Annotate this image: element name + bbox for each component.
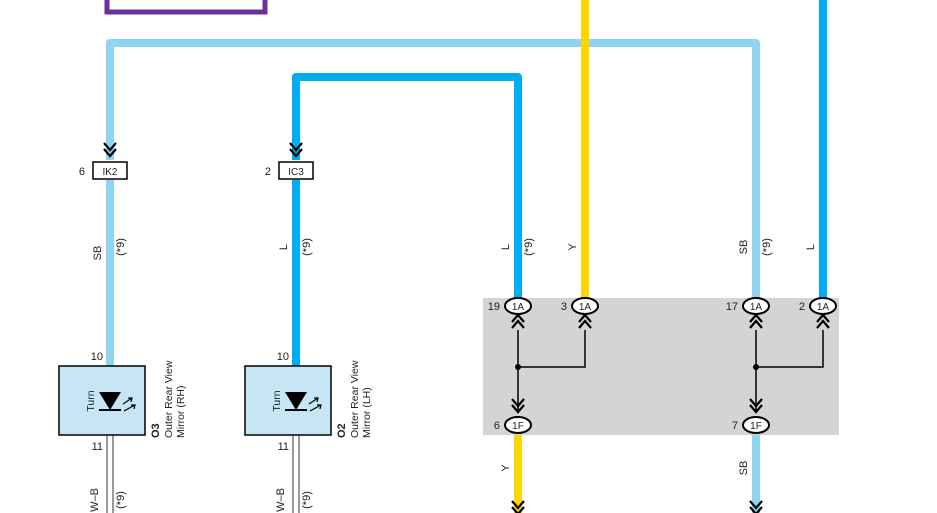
wire-label-l-mid: L — [500, 244, 512, 250]
wire-label-wb-mid: W–B — [275, 488, 287, 512]
wire-label-l-mid-note: (*9) — [523, 238, 535, 256]
wire-wb-mid — [292, 435, 300, 513]
wire-l-loop — [292, 73, 522, 298]
wire-label-wb-left: W–B — [89, 488, 101, 512]
component-o3-line2: Mirror (RH) — [175, 386, 187, 439]
connector-7-pin: 7 — [732, 420, 738, 432]
connector-6: 1F 6 — [494, 416, 532, 434]
component-o3-inner: Turn — [85, 390, 97, 411]
led-icon — [99, 392, 136, 412]
connector-3-pin: 3 — [561, 301, 567, 313]
wire-label-sb-left-note: (*9) — [115, 238, 127, 256]
wire-label-l-right: L — [805, 244, 817, 250]
connector-19-name: 1A — [512, 302, 525, 313]
wire-sb-loop — [106, 39, 760, 298]
connector-19-pin: 19 — [488, 301, 500, 313]
component-o2-line1: Outer Rear View — [349, 360, 361, 438]
connector-2-pin: 2 — [799, 301, 805, 313]
connector-ic3-name: IC3 — [288, 167, 304, 178]
wire-label-sb-right: SB — [738, 240, 750, 255]
junction-dot-left — [515, 364, 521, 370]
connector-ik2-name: IK2 — [102, 167, 117, 178]
wire-label-sb-left: SB — [92, 246, 104, 261]
component-o3-pin-bottom: 11 — [92, 441, 103, 453]
component-o3-line1: Outer Rear View — [163, 360, 175, 438]
component-o3-id: O3 — [150, 423, 162, 438]
component-o2-id: O2 — [336, 423, 348, 438]
wire-wb-left — [106, 435, 114, 513]
connector-17-name: 1A — [750, 302, 763, 313]
connector-ic3: IC3 2 — [265, 161, 314, 180]
wire-label-l-left: L — [278, 244, 290, 250]
junction-dot-right — [753, 364, 759, 370]
connector-2-name: 1A — [817, 302, 830, 313]
component-o3-pin-top: 10 — [91, 351, 103, 363]
component-o2-pin-bottom: 11 — [278, 441, 289, 453]
component-o2: 10 11 Turn O2 Outer Rear View Mirror (LH… — [244, 351, 373, 453]
connector-19: 1A 19 — [488, 297, 532, 315]
connector-7-name: 1F — [750, 421, 762, 432]
wire-label-sb-right-note: (*9) — [761, 238, 773, 256]
connector-7: 1F 7 — [732, 416, 770, 434]
purple-frame — [104, 0, 268, 15]
connector-ik2: IK2 6 — [79, 161, 128, 180]
connector-2: 1A 2 — [799, 297, 837, 315]
wire-label-wb-mid-note: (*9) — [301, 491, 313, 509]
component-o3: 10 11 Turn O3 Outer Rear View Mirror (RH… — [58, 351, 187, 453]
component-o2-inner: Turn — [271, 390, 283, 411]
connector-17-pin: 17 — [726, 301, 738, 313]
component-o2-pin-top: 10 — [277, 351, 289, 363]
wire-label-sb-bottom: SB — [738, 461, 750, 476]
wire-label-l-left-note: (*9) — [301, 238, 313, 256]
wire-label-y-mid: Y — [567, 243, 579, 251]
connector-6-pin: 6 — [494, 420, 500, 432]
connector-ic3-pin: 2 — [265, 166, 271, 178]
wire-label-y-bottom: Y — [500, 464, 512, 472]
connector-3: 1A 3 — [561, 297, 599, 315]
component-o2-line2: Mirror (LH) — [361, 387, 373, 438]
connector-ik2-pin: 6 — [79, 166, 85, 178]
connector-17: 1A 17 — [726, 297, 770, 315]
led-icon — [285, 392, 322, 412]
connector-3-name: 1A — [579, 302, 592, 313]
wire-label-wb-left-note: (*9) — [115, 491, 127, 509]
connector-6-name: 1F — [512, 421, 524, 432]
